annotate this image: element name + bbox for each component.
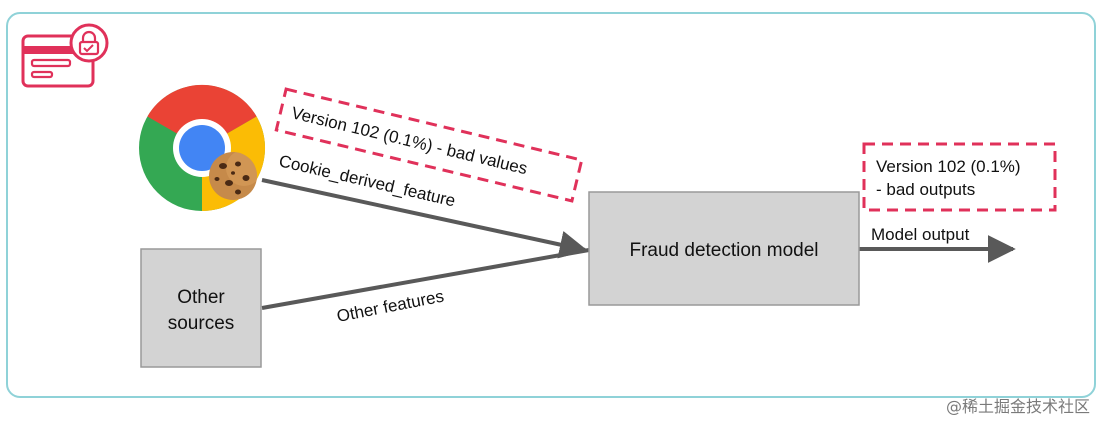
edge-label-model-output: Model output — [871, 225, 970, 244]
watermark: @稀土掘金技术社区 — [945, 397, 1090, 416]
edge-other-features — [261, 248, 590, 310]
edge-cookie-feature — [261, 178, 588, 259]
node-fraud-model: Fraud detection model — [588, 191, 860, 306]
diagram-frame — [6, 12, 1096, 398]
node-fraud-model-label: Fraud detection model — [629, 240, 818, 261]
callout-bad-values: Version 102 (0.1%) - bad values — [274, 87, 584, 203]
node-other-sources: Other sources — [140, 248, 262, 368]
node-other-sources-line2: sources — [168, 313, 235, 334]
callout-bad-outputs-line2: - bad outputs — [876, 180, 975, 199]
callout-bad-outputs: Version 102 (0.1%) - bad outputs — [862, 142, 1057, 212]
credit-card-lock-icon — [21, 23, 109, 88]
node-other-sources-line1: Other — [177, 287, 225, 308]
callout-bad-outputs-line1: Version 102 (0.1%) — [876, 157, 1021, 176]
